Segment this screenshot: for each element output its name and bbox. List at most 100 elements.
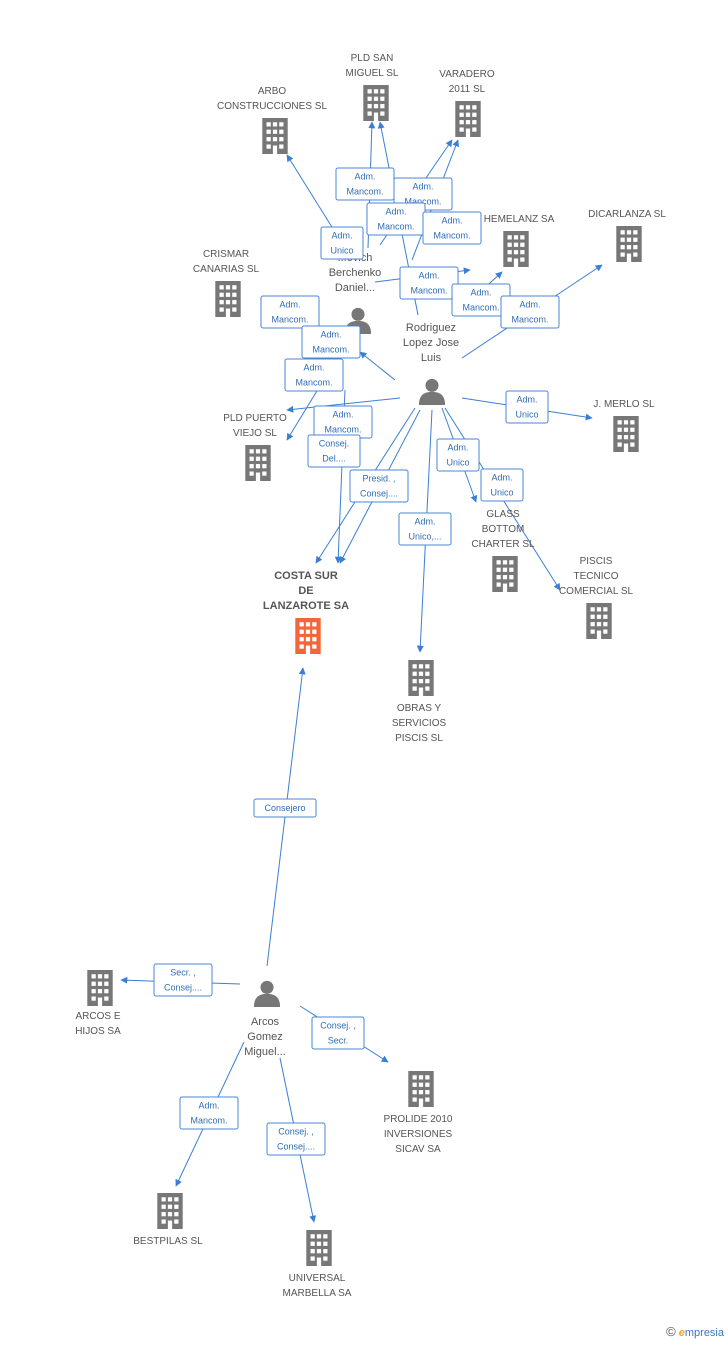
edge-label-box [505, 390, 549, 424]
node-arcos_gomez[interactable]: ArcosGomezMiguel... [244, 980, 286, 1058]
edge-label-box [500, 295, 560, 329]
building-icon [157, 1193, 183, 1229]
edge-berchenko-arbo [286, 154, 341, 241]
edge-label-text: Adm. [303, 363, 324, 373]
edge-label-text: Unico [446, 458, 469, 468]
edge-label-rodriguez-costa_sur[interactable]: Presid. ,Consej.... [349, 469, 409, 503]
edge-label-berchenko-pld_san_miguel[interactable]: Adm. Mancom. [335, 167, 395, 201]
node-berchenko[interactable]: ...ovichBerchenkoDaniel... [329, 252, 382, 334]
node-bestpilas[interactable]: BESTPILAS SL [133, 1193, 203, 1247]
edge-label-rodriguez-glass[interactable]: Adm. Unico [436, 438, 480, 472]
node-label: LANZAROTE SA [263, 600, 349, 612]
node-label: 2011 SL [449, 84, 486, 95]
edge-label-text: Adm. [414, 517, 435, 527]
node-label: Arcos [251, 1016, 280, 1028]
edge-label-text: Mancom. [190, 1116, 227, 1126]
edge-label-text: Mancom. [271, 315, 308, 325]
edge-label-arcos_gomez-bestpilas[interactable]: Adm. Mancom. [179, 1096, 239, 1130]
node-label: TECNICO [574, 571, 619, 582]
edge-label-text: Unico [515, 410, 538, 420]
edge-label-text: Mancom. [377, 222, 414, 232]
edge-label-berchenko-hemelanz[interactable]: Adm.Mancom. [399, 266, 459, 300]
building-icon [586, 603, 612, 639]
edge-label-box [311, 1016, 365, 1050]
node-label: PROLIDE 2010 [384, 1114, 453, 1125]
building-icon [215, 281, 241, 317]
node-label: CANARIAS SL [193, 264, 260, 275]
edge-label-text: Adm. [447, 443, 468, 453]
edge-label-rodriguez-pld_san_miguel[interactable]: Adm.Mancom. [422, 211, 482, 245]
edge-label-arcos_gomez-universal[interactable]: Consej. ,Consej.... [266, 1122, 326, 1156]
edge-label-text: Mancom. [295, 378, 332, 388]
node-label: Miguel... [244, 1046, 286, 1058]
edge-label-rodriguez-piscis_tecnico[interactable]: Adm.Unico [480, 468, 524, 502]
edge-label-box [349, 469, 409, 503]
building-icon [613, 416, 639, 452]
node-label: Lopez Jose [403, 337, 459, 349]
edge-label-text: Adm. [320, 330, 341, 340]
building-icon [295, 618, 321, 654]
edge-label-berchenko-costa_sur[interactable]: Consej.Del.... [307, 434, 361, 468]
node-label: COMERCIAL SL [559, 586, 634, 597]
edge-label-rodriguez-merlo[interactable]: Adm.Unico [505, 390, 549, 424]
edge-label-box [153, 963, 213, 997]
edge-label-rodriguez-hemelanz[interactable]: Adm.Mancom. [451, 283, 511, 317]
edge-label-rodriguez-pld_puerto[interactable]: Adm. Mancom. [284, 358, 344, 392]
edge-label-arcos_gomez-arcos_hijos[interactable]: Secr. ,Consej.... [153, 963, 213, 997]
edge-label-berchenko-pld_puerto[interactable]: Adm. Mancom. [260, 295, 320, 329]
edge-label-rodriguez-varadero[interactable]: Adm.Mancom. [393, 177, 453, 211]
node-dicarlanza[interactable]: DICARLANZA SL [588, 209, 666, 262]
edge-label-rodriguez-obras[interactable]: Adm.Unico,... [398, 512, 452, 546]
node-label: Rodriguez [406, 322, 456, 334]
edge-label-box [480, 468, 524, 502]
node-label: HIJOS SA [75, 1026, 121, 1037]
edge-label-text: Adm. [332, 410, 353, 420]
edge-label-rodriguez-dicarlanza[interactable]: Adm.Mancom. [500, 295, 560, 329]
edge-label-arcos_gomez-prolide[interactable]: Consej. ,Secr. [311, 1016, 365, 1050]
brand-watermark: © empresia [666, 1324, 724, 1339]
edge-label-text: Presid. , [362, 474, 395, 484]
node-label: J. MERLO SL [593, 399, 655, 410]
edge-label-text: Adm. [198, 1101, 219, 1111]
node-varadero[interactable]: VARADERO 2011 SL [439, 69, 495, 137]
edge-label-text: Adm. [354, 172, 375, 182]
edge-label-arcos_gomez-costa_sur[interactable]: Consejero [253, 798, 317, 818]
edge-label-text: Adm. [441, 216, 462, 226]
edge-label-text: Consejero [264, 803, 305, 813]
node-label: VARADERO [439, 69, 495, 80]
node-label: VIEJO SL [233, 428, 277, 439]
edge-label-berchenko-arbo[interactable]: Adm.Unico [320, 226, 364, 260]
person-icon [418, 378, 446, 405]
building-icon [503, 231, 529, 267]
edge-label-rodriguez-costa_sur[interactable]: Adm.Mancom. [313, 405, 373, 439]
brand-initial: e [678, 1327, 685, 1339]
node-hemelanz[interactable]: HEMELANZ SA [484, 214, 555, 267]
node-merlo[interactable]: J. MERLO SL [593, 399, 655, 452]
edge-label-text: Consej.... [164, 983, 202, 993]
edge-label-box [422, 211, 482, 245]
edge-label-box [260, 295, 320, 329]
building-icon [363, 85, 389, 121]
node-label: BESTPILAS SL [133, 1236, 203, 1247]
edge-label-text: Adm. [519, 300, 540, 310]
edge-label-text: Mancom. [404, 197, 441, 207]
edge-label-box [301, 325, 361, 359]
edge-label-rodriguez-crismar_x[interactable]: Adm.Mancom. [301, 325, 361, 359]
edge-label-berchenko-varadero[interactable]: Adm.Mancom. [366, 202, 426, 236]
node-label: SICAV SA [395, 1144, 441, 1155]
building-icon [262, 118, 288, 154]
edge-label-text: Mancom. [346, 187, 383, 197]
edge-label-text: Adm. [279, 300, 300, 310]
